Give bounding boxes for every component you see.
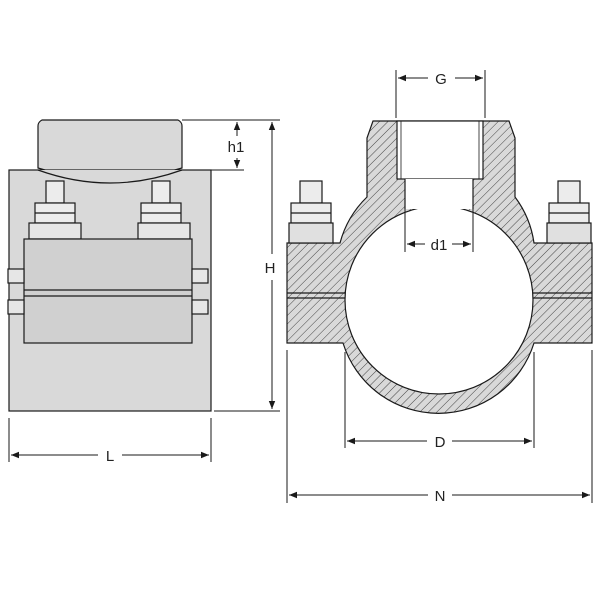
side-view [7,119,212,412]
front-view [286,120,593,414]
dim-D-label: D [435,434,446,451]
dim-L-label: L [106,448,114,465]
dim-G-label: G [435,71,447,88]
front-view-pipe-opening [344,205,534,395]
dim-H-label: H [265,260,276,277]
dimension-lines [8,70,593,503]
dim-d1-label: d1 [431,237,448,254]
front-view-outlet-bore [396,120,484,180]
front-view-bolt-right [546,180,592,244]
dim-h1-label: h1 [228,139,245,156]
side-view-clamp [23,238,193,344]
front-view-bolt-left [288,180,334,244]
side-view-bolt-right [151,180,171,204]
side-view-bolt-left [45,180,65,204]
dim-N-label: N [435,488,446,505]
